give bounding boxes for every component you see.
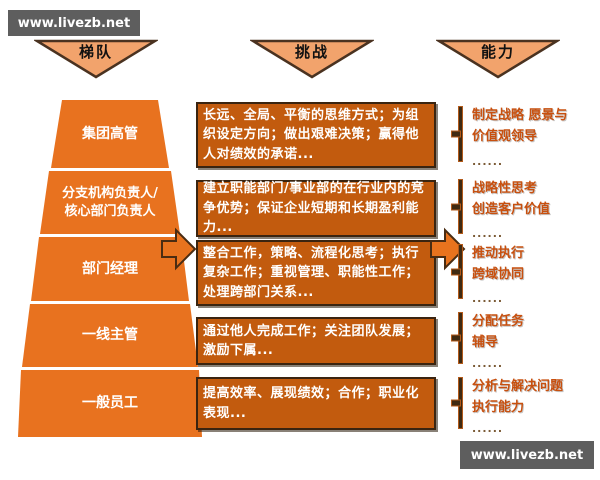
capability-group-general-staff: 分析与解决问题 执行能力 ...... xyxy=(458,377,596,435)
right-arrow-icon xyxy=(430,227,466,271)
challenge-text: 整合工作，策略、流程化思考；执行复杂工作；重视管理、职能性工作；处理跨部门关系.… xyxy=(203,245,420,300)
down-triangle-icon xyxy=(436,39,560,79)
down-triangle-icon xyxy=(250,39,374,79)
capability-group-branch-heads: 战略性思考 创造客户价值 ...... xyxy=(458,179,596,240)
capability-ellipsis: ...... xyxy=(472,155,504,168)
bracket-icon xyxy=(458,312,463,364)
watermark-top: www.livezb.net xyxy=(8,10,140,36)
capability-ellipsis: ...... xyxy=(472,292,504,305)
bracket-icon xyxy=(458,106,463,162)
capability-ellipsis: ...... xyxy=(472,357,504,370)
capability-text: 战略性思考 创造客户价值 xyxy=(472,181,551,217)
capability-text: 分析与解决问题 执行能力 xyxy=(472,379,564,415)
pyramid-level-branch-heads: 分支机构负责人/ 核心部门负责人 xyxy=(40,171,180,234)
capability-ellipsis: ...... xyxy=(472,227,504,240)
challenge-box-frontline-supervisors: 通过他人完成工作；关注团队发展； 激励下属... xyxy=(196,317,436,365)
challenge-box-general-staff: 提高效率、展现绩效；合作；职业化表现... xyxy=(196,377,436,430)
challenge-text: 通过他人完成工作；关注团队发展； 激励下属... xyxy=(203,323,420,359)
header-capabilities-label: 能力 xyxy=(480,43,515,61)
capability-text: 制定战略 愿景与 价值观领导 xyxy=(472,108,568,144)
header-capabilities: 能力 xyxy=(436,38,560,80)
header-tiers: 梯队 xyxy=(34,38,158,80)
challenge-box-department-managers: 整合工作，策略、流程化思考；执行复杂工作；重视管理、职能性工作；处理跨部门关系.… xyxy=(196,240,436,306)
challenge-text: 长远、全局、平衡的思维方式；为组织设定方向；做出艰难决策；赢得他人对绩效的承诺.… xyxy=(203,107,420,162)
capability-text: 推动执行 跨域协同 xyxy=(472,246,525,282)
capability-group-department-managers: 推动执行 跨域协同 ...... xyxy=(458,244,596,305)
bracket-icon xyxy=(458,244,463,299)
capability-group-executives: 制定战略 愿景与 价值观领导 ...... xyxy=(458,106,596,168)
capability-text: 分配任务 辅导 xyxy=(472,314,525,350)
right-arrow-icon xyxy=(161,227,197,271)
down-triangle-icon xyxy=(34,39,158,79)
pyramid-level-general-staff: 一般员工 xyxy=(18,370,202,437)
challenge-box-executives: 长远、全局、平衡的思维方式；为组织设定方向；做出艰难决策；赢得他人对绩效的承诺.… xyxy=(196,102,436,168)
header-challenges: 挑战 xyxy=(250,38,374,80)
bracket-icon xyxy=(458,377,463,429)
header-tiers-label: 梯队 xyxy=(78,43,113,61)
tier-pyramid: 集团高管 分支机构负责人/ 核心部门负责人 部门经理 一线主管 一般员工 xyxy=(18,100,202,437)
header-challenges-label: 挑战 xyxy=(294,43,329,61)
challenge-text: 建立职能部门/事业部的在行业内的竞争优势；保证企业短期和长期盈利能力... xyxy=(203,181,425,236)
challenge-text: 提高效率、展现绩效；合作；职业化表现... xyxy=(203,386,420,421)
capability-ellipsis: ...... xyxy=(472,422,504,435)
capability-group-frontline-supervisors: 分配任务 辅导 ...... xyxy=(458,312,596,370)
pyramid-level-frontline-supervisors: 一线主管 xyxy=(22,304,198,367)
bracket-icon xyxy=(458,179,463,234)
watermark-bottom: www.livezb.net xyxy=(460,441,594,469)
pyramid-level-group-executives: 集团高管 xyxy=(51,100,169,168)
challenge-box-branch-heads: 建立职能部门/事业部的在行业内的竞争优势；保证企业短期和长期盈利能力... xyxy=(196,180,436,237)
